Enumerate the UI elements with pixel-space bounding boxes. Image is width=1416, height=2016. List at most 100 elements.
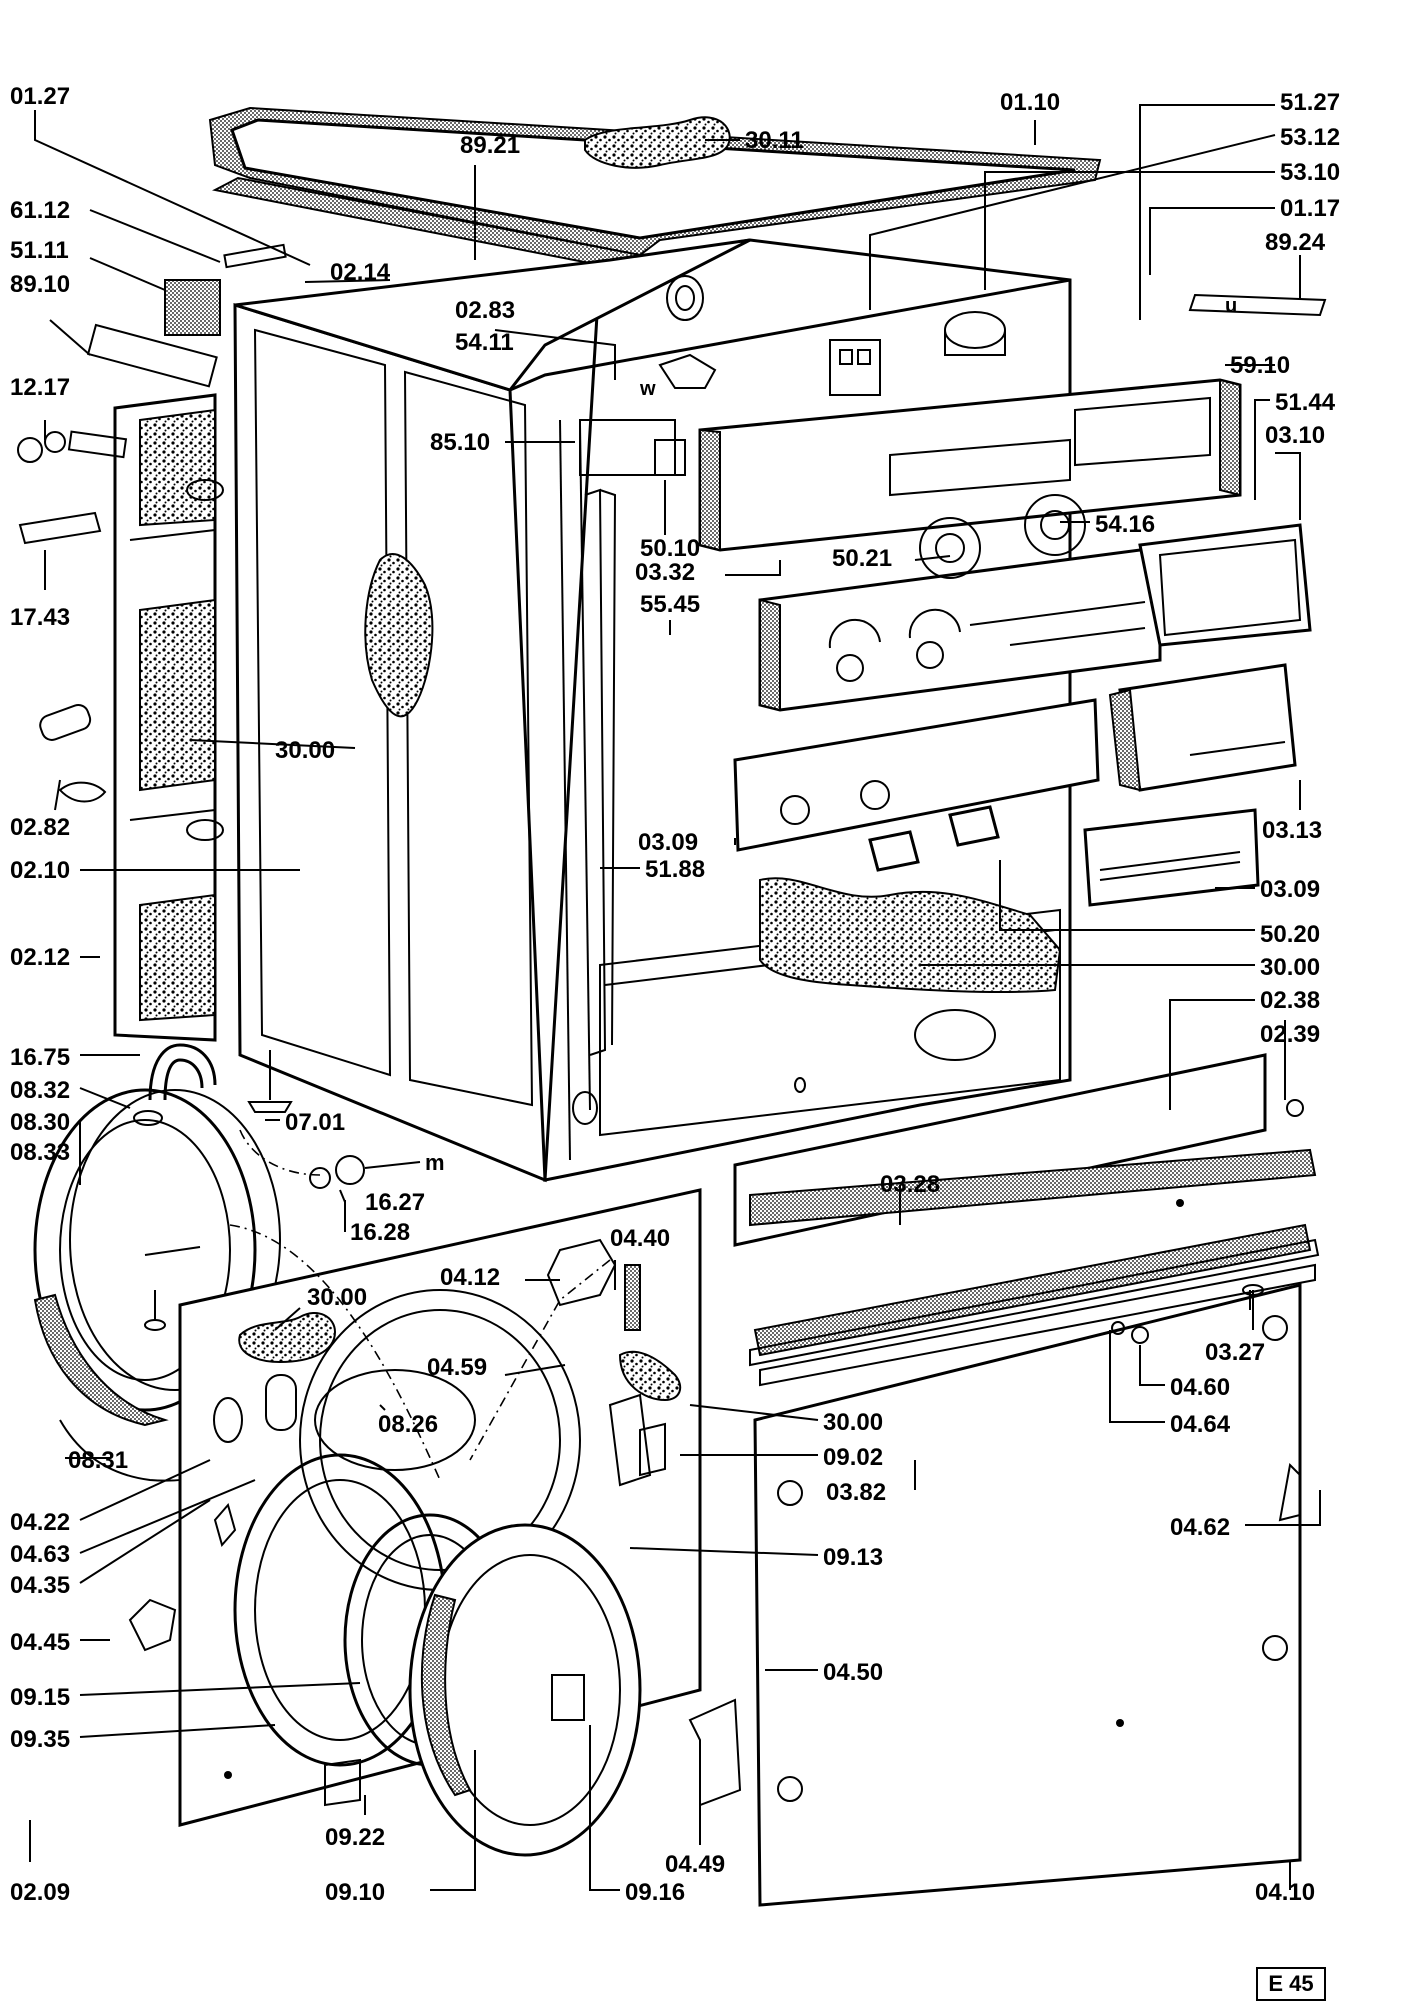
- callout-02-38: 02.38: [1260, 987, 1320, 1014]
- callout-03-09-a: 03.09: [638, 829, 698, 856]
- inner-knob-panel: [733, 698, 1100, 872]
- m-mark: m: [425, 1150, 445, 1175]
- callout-08-31: 08.31: [68, 1447, 128, 1474]
- top-electrics: [579, 293, 1327, 476]
- kick-strips: [733, 1053, 1320, 1907]
- callout-03-09-b: 03.09: [1260, 876, 1320, 903]
- knob-dials: [919, 494, 1086, 579]
- callout-04-50: 04.50: [823, 1659, 883, 1686]
- callout-09-02: 09.02: [823, 1444, 883, 1471]
- rating-plate: [1083, 808, 1260, 907]
- callout-03-13: 03.13: [1262, 817, 1322, 844]
- hinge-parts: [546, 1238, 742, 1807]
- callout-51-27: 51.27: [1280, 89, 1340, 116]
- callout-59-10: 59.10: [1230, 352, 1290, 379]
- callout-04-60: 04.60: [1170, 1374, 1230, 1401]
- callout-08-30: 08.30: [10, 1109, 70, 1136]
- callout-04-35: 04.35: [10, 1572, 70, 1599]
- callout-16-75: 16.75: [10, 1044, 70, 1071]
- callout-04-22: 04.22: [10, 1509, 70, 1536]
- misc-small-parts: [17, 437, 92, 741]
- callout-51-11: 51.11: [10, 237, 69, 264]
- callout-02-12: 02.12: [10, 944, 70, 971]
- callout-51-88: 51.88: [645, 856, 705, 883]
- callout-85-10: 85.10: [430, 429, 490, 456]
- callout-55-45: 55.45: [640, 591, 700, 618]
- callout-04-12: 04.12: [440, 1264, 500, 1291]
- inner-rail: [584, 488, 617, 1056]
- callout-04-10: 04.10: [1255, 1879, 1315, 1906]
- callout-04-64: 04.64: [1170, 1411, 1231, 1438]
- callout-12-17: 12.17: [10, 374, 70, 401]
- callout-54-16: 54.16: [1095, 511, 1155, 538]
- callout-53-12: 53.12: [1280, 124, 1340, 151]
- callout-09-16: 09.16: [625, 1879, 685, 1906]
- callout-03-27: 03.27: [1205, 1339, 1265, 1366]
- callout-61-12: 61.12: [10, 197, 70, 224]
- hose-parts: [133, 1043, 421, 1189]
- callout-09-15: 09.15: [10, 1684, 70, 1711]
- callout-04-45: 04.45: [10, 1629, 70, 1656]
- callout-08-32: 08.32: [10, 1077, 70, 1104]
- callout-09-13: 09.13: [823, 1544, 883, 1571]
- callout-01-27: 01.27: [10, 83, 70, 110]
- callout-01-17: 01.17: [1280, 195, 1340, 222]
- callout-09-22: 09.22: [325, 1824, 385, 1851]
- callout-04-62: 04.62: [1170, 1514, 1230, 1541]
- callout-89-21: 89.21: [460, 132, 520, 159]
- callout-50-10: 50.10: [640, 535, 700, 562]
- callout-02-09: 02.09: [10, 1879, 70, 1906]
- callout-89-10: 89.10: [10, 271, 70, 298]
- leader-lines: [29, 104, 1321, 1891]
- callout-17-43: 17.43: [10, 604, 70, 631]
- callout-02-14: 02.14: [330, 259, 391, 286]
- callout-09-35: 09.35: [10, 1726, 70, 1753]
- u-mark: u: [1225, 295, 1237, 317]
- callout-04-59: 04.59: [427, 1354, 487, 1381]
- callout-30-00-a: 30.00: [275, 737, 335, 764]
- callout-02-39: 02.39: [1260, 1021, 1320, 1048]
- left-side-panel: [113, 393, 224, 1042]
- inner-insulation: [759, 877, 1062, 994]
- w-mark: w: [639, 378, 656, 400]
- callout-89-24: 89.24: [1265, 229, 1326, 256]
- callout-03-10: 03.10: [1265, 422, 1325, 449]
- callout-54-11: 54.11: [455, 329, 514, 356]
- callout-07-01: 07.01: [285, 1109, 345, 1136]
- callout-30-00-c: 30.00: [307, 1284, 367, 1311]
- callout-09-10: 09.10: [325, 1879, 385, 1906]
- callout-50-20: 50.20: [1260, 921, 1320, 948]
- page-code-badge: E 45: [1256, 1967, 1326, 2001]
- callout-30-00-d: 30.00: [823, 1409, 883, 1436]
- selector-module: [1108, 663, 1297, 792]
- callout-04-40: 04.40: [610, 1225, 670, 1252]
- callout-08-33: 08.33: [10, 1139, 70, 1166]
- callout-30-00-b: 30.00: [1260, 954, 1320, 981]
- callout-16-27: 16.27: [365, 1189, 425, 1216]
- callout-16-28: 16.28: [350, 1219, 410, 1246]
- control-fascia: [758, 523, 1312, 712]
- callout-04-63: 04.63: [10, 1541, 70, 1568]
- callout-53-10: 53.10: [1280, 159, 1340, 186]
- top-lid: [208, 106, 1102, 270]
- callout-51-44: 51.44: [1275, 389, 1336, 416]
- callout-02-82: 02.82: [10, 814, 70, 841]
- door-assembly: [229, 1224, 642, 1857]
- callout-02-10: 02.10: [10, 857, 70, 884]
- drum-ring: [33, 1088, 291, 1482]
- insulation-pad: [364, 553, 434, 718]
- screws: [1111, 1099, 1304, 1344]
- control-back-frame: [698, 378, 1242, 552]
- callout-03-82: 03.82: [826, 1479, 886, 1506]
- callout-labels: 01.27 01.10 51.27 53.12 89.21 30.11 53.1…: [10, 83, 1340, 1906]
- callout-30-11: 30.11: [745, 127, 804, 154]
- callout-03-28: 03.28: [880, 1171, 940, 1198]
- callout-04-49: 04.49: [665, 1851, 725, 1878]
- callout-03-32: 03.32: [635, 559, 695, 586]
- callout-08-26: 08.26: [378, 1411, 438, 1438]
- callout-50-21: 50.21: [832, 545, 892, 572]
- left-small-parts: [18, 243, 287, 803]
- callout-01-10: 01.10: [1000, 89, 1060, 116]
- callout-02-83: 02.83: [455, 297, 515, 324]
